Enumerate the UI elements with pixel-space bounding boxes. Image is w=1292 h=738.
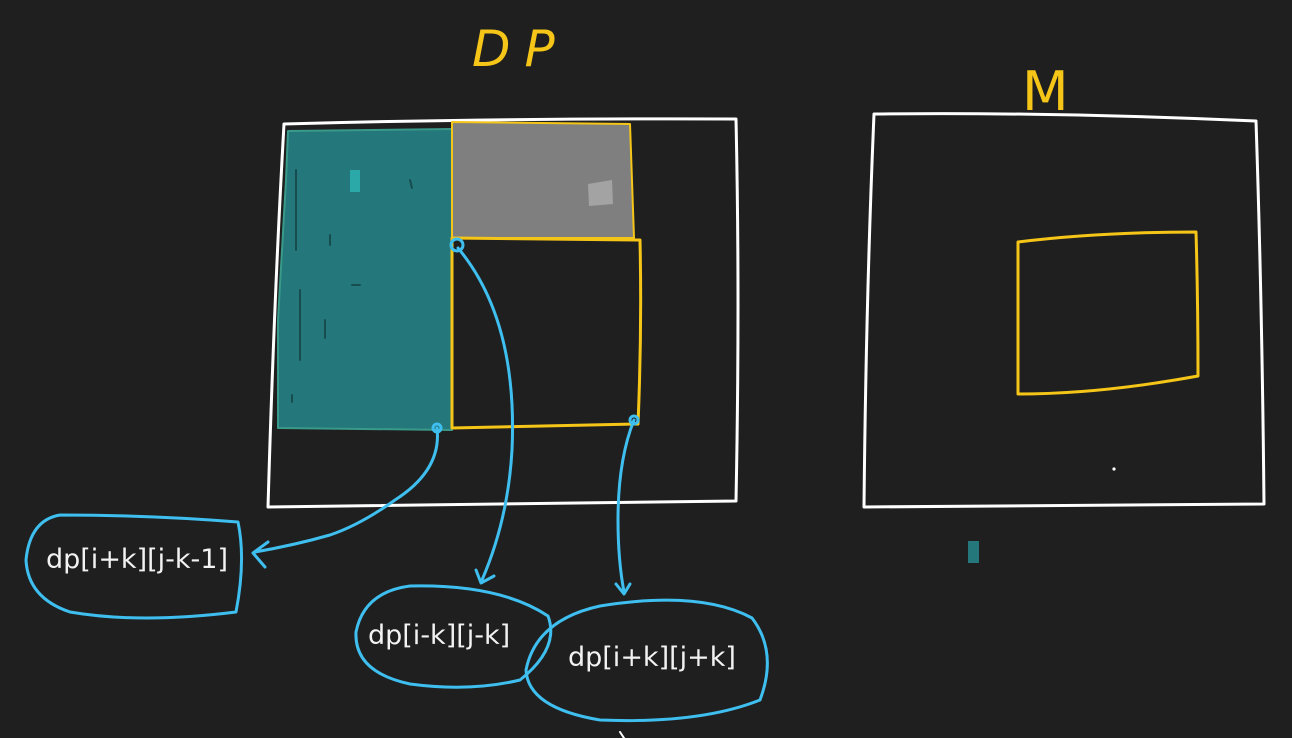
arrow-origin-middle	[449, 237, 465, 253]
teal-mark	[350, 170, 360, 192]
dp-yellow-square	[450, 236, 643, 430]
m-matrix-outline	[862, 112, 1266, 509]
m-yellow-square	[1016, 230, 1200, 396]
arrow-origin-right	[628, 414, 640, 426]
middle-label-text: dp[i-k][j-k]	[368, 620, 510, 651]
arrow-to-right-label	[614, 418, 636, 596]
m-title: M	[1022, 60, 1069, 123]
m-dot	[1112, 467, 1116, 471]
gray-small-square	[588, 180, 613, 206]
gray-filled-region	[451, 121, 635, 239]
teal-filled-region	[277, 128, 453, 431]
dp-matrix-outline	[266, 117, 740, 509]
arrow-origin-left	[431, 422, 443, 434]
teal-scribble-marks	[291, 169, 413, 403]
left-label-text: dp[i+k][j-k-1]	[46, 544, 228, 575]
dp-title: DP	[472, 20, 569, 78]
left-label-bubble	[24, 513, 244, 620]
middle-label-bubble	[354, 584, 553, 689]
right-label-bubble	[524, 598, 769, 723]
arrow-to-left-label	[251, 426, 439, 569]
right-label-text: dp[i+k][j+k]	[568, 642, 736, 673]
teal-cursor-mark	[968, 541, 979, 563]
bottom-stroke	[619, 731, 625, 738]
arrow-to-middle-label	[456, 246, 515, 585]
